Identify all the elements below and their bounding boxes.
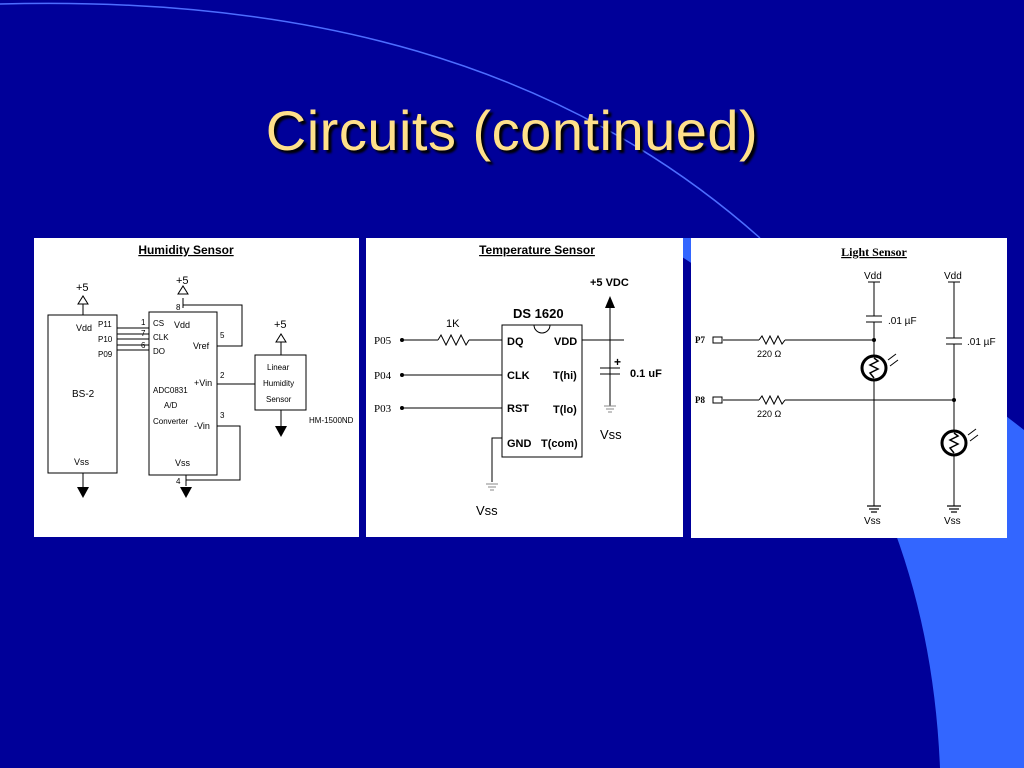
light-sensor-diagram: Light Sensor (695, 245, 996, 527)
pin7-label: 7 (141, 329, 146, 338)
p03-node (400, 406, 404, 410)
pin-tcom-label: T(com) (541, 438, 578, 450)
temperature-sensor-diagram: Temperature Sensor (374, 243, 662, 518)
photoresistor-2-icon (940, 428, 979, 457)
resistor-1k-icon (437, 333, 470, 347)
vdd2-label: Vdd (944, 271, 962, 282)
pin-thi-label: T(hi) (553, 370, 577, 382)
adc-name-line3: Converter (153, 417, 188, 426)
resistor-p7-icon (758, 334, 786, 346)
adc-ground-icon (180, 487, 192, 498)
adc-name-line2: A/D (164, 401, 178, 410)
p05-label: P05 (374, 335, 392, 347)
vdc-arrow-icon (605, 296, 615, 308)
adc-name-line1: ADC0831 (153, 386, 188, 395)
pin8-label: 8 (176, 303, 181, 312)
temperature-title: Temperature Sensor (479, 243, 595, 257)
sensor-ground-icon (275, 426, 287, 437)
adc-clk-label: CLK (153, 333, 169, 342)
vss1-label: Vss (864, 516, 881, 527)
p7-connector (712, 336, 723, 344)
cap-value-label: 0.1 uF (630, 368, 662, 380)
plus5-label-adc: +5 (176, 275, 189, 287)
pin3-label: 3 (220, 411, 225, 420)
light-title: Light Sensor (841, 245, 907, 259)
plus5-label-bs2: +5 (76, 282, 89, 294)
sensor-part-label: HM-1500ND (309, 416, 354, 425)
humidity-sensor-panel: Humidity Sensor (34, 238, 359, 537)
cap-plus-label: + (614, 355, 621, 369)
humidity-sensor-diagram: Humidity Sensor (47, 243, 354, 498)
bs2-ground-icon (77, 487, 89, 498)
adc-box (148, 311, 218, 476)
pin1-label: 1 (141, 318, 146, 327)
bs2-vdd-label: Vdd (76, 323, 92, 333)
temperature-sensor-panel: Temperature Sensor (366, 238, 683, 537)
bs2-name-label: BS-2 (72, 389, 95, 400)
r1-label: 220 Ω (757, 349, 782, 359)
pin2-label: 2 (220, 371, 225, 380)
adc-vdd-label: Vdd (174, 320, 190, 330)
p11-label: P11 (98, 320, 112, 329)
r2-label: 220 Ω (757, 409, 782, 419)
adc-vss-label: Vss (175, 458, 191, 468)
vss-right-label: Vss (600, 427, 622, 442)
resistor-1k-label: 1K (446, 318, 460, 330)
pin-vdd-label: VDD (554, 336, 577, 348)
ds1620-chip (501, 324, 583, 458)
cap1-label: .01 µF (888, 316, 917, 327)
pin-gnd-label: GND (507, 438, 532, 450)
p04-label: P04 (374, 370, 392, 382)
sensor-line1: Linear (267, 363, 290, 372)
vss2-label: Vss (944, 516, 961, 527)
cap2-label: .01 µF (967, 337, 996, 348)
pin5-label: 5 (220, 331, 225, 340)
sensor-line2: Humidity (263, 379, 294, 388)
vdc-label: +5 VDC (590, 277, 629, 289)
p8-label: P8 (695, 395, 705, 405)
vdd1-label: Vdd (864, 271, 882, 282)
photoresistor-1-icon (860, 353, 899, 382)
chip-name-label: DS 1620 (513, 306, 564, 321)
pin4-label: 4 (176, 477, 181, 486)
resistor-p8-icon (758, 394, 786, 406)
p8-connector (712, 396, 723, 404)
pin6-label: 6 (141, 341, 146, 350)
p10-label: P10 (98, 335, 113, 344)
bs2-vss-label: Vss (74, 457, 90, 467)
pin-clk-label: CLK (507, 370, 530, 382)
pin-dq-label: DQ (507, 336, 524, 348)
adc-cs-label: CS (153, 319, 164, 328)
light-sensor-panel: Light Sensor (691, 238, 1007, 538)
pin-rst-label: RST (507, 403, 529, 415)
adc-do-label: DO (153, 347, 165, 356)
adc-vin-plus-label: +Vin (194, 378, 212, 388)
pin-tlo-label: T(lo) (553, 404, 577, 416)
p03-label: P03 (374, 403, 392, 415)
adc-vref-label: Vref (193, 341, 210, 351)
plus5-label-sensor: +5 (274, 319, 287, 331)
p04-node (400, 373, 404, 377)
background-arc-line (0, 2, 761, 239)
adc-vin-minus-label: -Vin (194, 421, 210, 431)
vss-bottom-label: Vss (476, 503, 498, 518)
humidity-title: Humidity Sensor (138, 243, 234, 257)
sensor-line3: Sensor (266, 395, 292, 404)
p09-label: P09 (98, 350, 113, 359)
p7-label: P7 (695, 335, 705, 345)
slide-title: Circuits (continued) (265, 99, 759, 162)
p05-node (400, 338, 404, 342)
